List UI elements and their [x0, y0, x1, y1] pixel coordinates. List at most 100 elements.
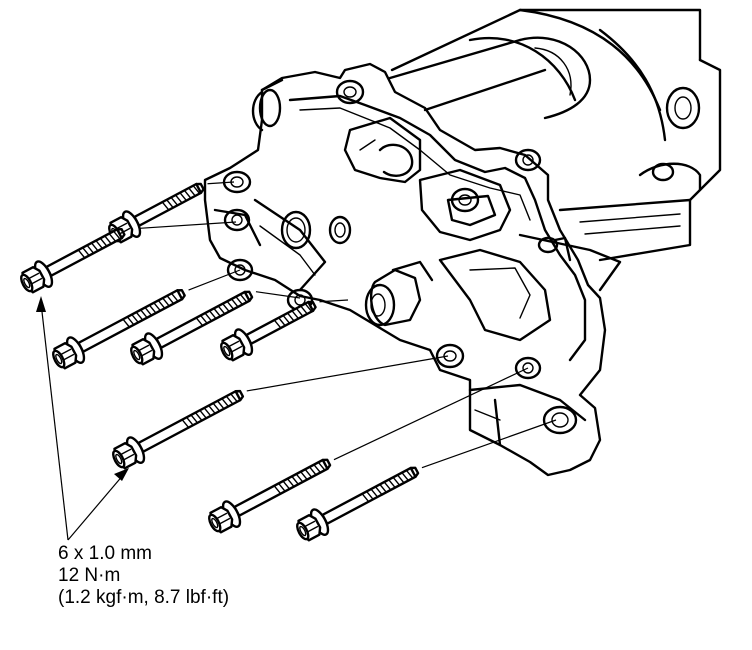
bolt-thread [221, 397, 230, 408]
guide-line-8 [421, 419, 557, 469]
flange-bolt-8 [296, 466, 420, 542]
boss-hole-11 [537, 236, 559, 254]
bolt-head-recess [23, 277, 31, 289]
bolt-thread [179, 192, 188, 202]
guide-line-2 [128, 221, 237, 230]
bolt-thread [77, 249, 86, 259]
bolt-thread [157, 299, 166, 310]
bolt-thread [304, 302, 313, 313]
boss-hole-6 [450, 187, 480, 213]
bolt-thread [185, 416, 194, 426]
bolt-thread [207, 404, 216, 415]
bolt-thread [388, 478, 396, 489]
bolt-tip [409, 466, 420, 478]
bolt-thread [170, 196, 179, 206]
bolt-tip [243, 290, 254, 302]
leader-arrows [36, 296, 129, 541]
bolt-thread [365, 490, 374, 501]
leader-line-2 [67, 473, 125, 541]
bolt-thread [104, 235, 112, 245]
bolt-thread [81, 246, 90, 257]
bolt-thread [112, 230, 121, 240]
bolt-thread [222, 302, 230, 313]
guide-line-5 [319, 299, 349, 303]
bolt-thread [181, 418, 190, 429]
bolt-thread [239, 293, 248, 303]
shaft-ends [251, 78, 434, 327]
bolt-thread [126, 316, 135, 326]
bolt-thread [166, 295, 175, 305]
bolt-thread [213, 307, 222, 317]
flange-bolt-5 [220, 300, 317, 362]
bolt-thread [230, 393, 238, 403]
o-ring-2 [328, 215, 352, 245]
guide-line-1 [207, 181, 235, 185]
bolt-thread [166, 199, 174, 209]
bolt-tip [321, 458, 332, 470]
bolt-head-recess [55, 353, 63, 365]
boss-hole-3 [223, 208, 251, 232]
bolt-guide-lines [128, 181, 557, 469]
bolt-thread [226, 300, 235, 310]
bolt-thread [90, 242, 99, 252]
flange-bolt-4 [130, 290, 254, 366]
bolt-thread [370, 488, 379, 498]
rear-housing [390, 8, 722, 292]
bolt-thread [401, 471, 410, 482]
bolt-shank [233, 458, 329, 517]
bolt-thread [195, 317, 204, 327]
arrowhead-2 [114, 468, 129, 481]
guide-line-6 [246, 355, 449, 392]
arrowhead-1 [36, 296, 46, 312]
guide-line-4 [255, 291, 301, 299]
bolt-thread [405, 469, 414, 479]
bolt-thread [95, 239, 104, 250]
bolt-thread [161, 201, 170, 211]
bolt-thread [204, 312, 213, 322]
bolt-thread [317, 461, 326, 471]
bolt-thread [286, 478, 295, 488]
bolt-thread [295, 307, 304, 317]
flange-bolt-7 [208, 458, 332, 534]
bolt-thread [225, 395, 234, 405]
pump-housing [203, 62, 607, 477]
bolt-holes [222, 79, 578, 435]
bolt-thread [199, 409, 208, 419]
bolt-thread [300, 470, 308, 481]
bolt-thread [188, 187, 196, 197]
bolt-thread [291, 310, 300, 320]
bolt-thread [212, 402, 221, 412]
bolt-tip [234, 389, 245, 402]
bolt-thread [361, 493, 370, 503]
bolt-thread [392, 476, 401, 486]
bolt-thread [282, 480, 291, 490]
bolt-thread [190, 414, 199, 424]
bolt-thread [153, 302, 162, 312]
bolt-thread [230, 298, 239, 308]
bolt-thread [108, 232, 117, 243]
bolt-thread [277, 482, 286, 493]
bolt-head-recess [223, 345, 231, 357]
torque-callout: 6 x 1.0 mm 12 N·m (1.2 kgf·m, 8.7 lbf·ft… [58, 543, 229, 609]
bolt-thread [295, 473, 304, 483]
bolt-head-recess [211, 517, 219, 529]
bolt-thread [122, 318, 131, 328]
boss-hole-8 [435, 343, 465, 369]
bolt-thread [192, 184, 201, 195]
bolt-thread [273, 319, 282, 329]
bolt-thread [174, 194, 183, 204]
bolt-head-recess [133, 349, 141, 361]
bolts [20, 182, 420, 542]
bolt-thread [304, 468, 313, 478]
bolt-thread [183, 189, 192, 199]
bolt-thread [300, 305, 308, 315]
bolt-thread [216, 400, 225, 410]
torque-label: 12 N·m [58, 565, 121, 586]
bolt-thread [139, 309, 148, 319]
boss-hole-4 [226, 258, 254, 282]
bolt-thread [148, 304, 157, 314]
bolt-thread [199, 314, 208, 325]
bolt-thread [273, 485, 282, 495]
balancer-shaft [388, 36, 592, 120]
